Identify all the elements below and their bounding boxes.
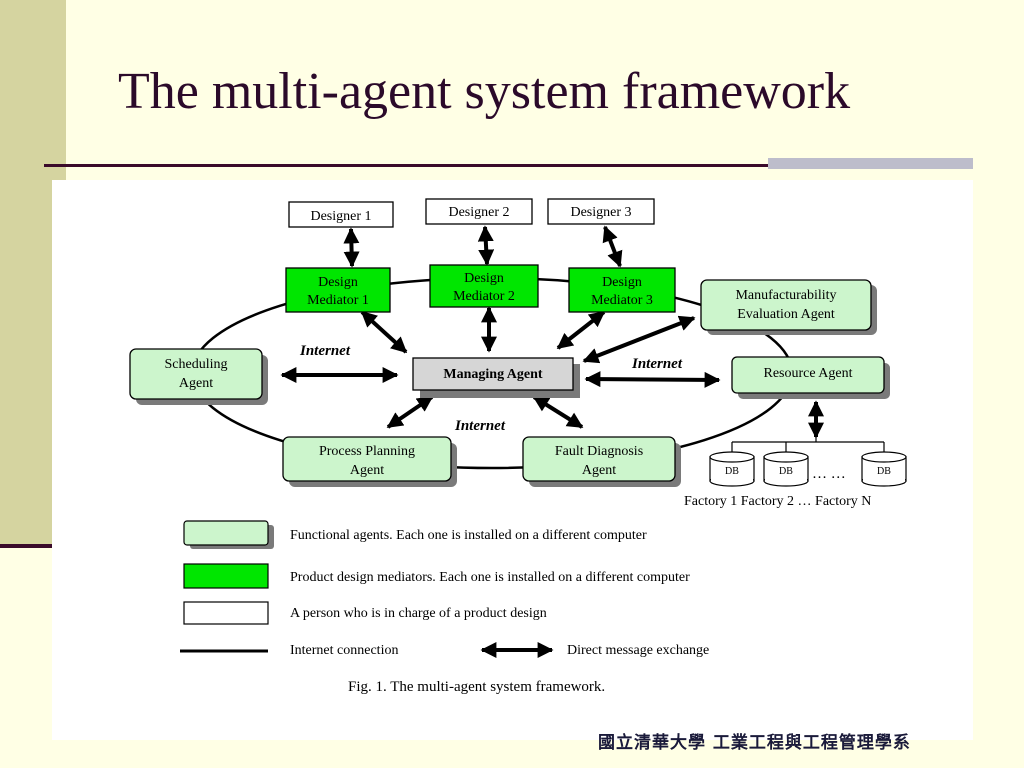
legend-mediator-label: Product design mediators. Each one is in…	[290, 570, 690, 585]
designer-mediator-links	[343, 225, 623, 268]
process-planning-label-2: Agent	[350, 463, 384, 478]
internet-label-left: Internet	[299, 343, 351, 359]
designer-2-box: Designer 2	[425, 198, 533, 225]
designer-1-label: Designer 1	[310, 209, 371, 224]
title-accent-bar	[768, 158, 973, 169]
db-label-2: DB	[779, 466, 793, 477]
internet-label-bottom: Internet	[454, 418, 506, 434]
framework-figure: Designer 1 Designer 2 Designer 3 Design …	[52, 180, 973, 740]
database-tree	[731, 437, 885, 452]
db-label-1: DB	[725, 466, 739, 477]
managing-agent: Managing Agent	[412, 357, 580, 398]
fault-diagnosis-label-2: Agent	[582, 463, 616, 478]
resource-agent: Resource Agent	[731, 356, 890, 399]
fault-diagnosis-label-1: Fault Diagnosis	[555, 444, 643, 459]
database-ellipsis: … …	[812, 466, 846, 482]
resource-agent-label: Resource Agent	[763, 366, 852, 381]
mediator-3-label-2: Mediator 3	[591, 293, 653, 308]
database-factory-1: DB	[709, 451, 755, 487]
design-mediator-2: Design Mediator 2	[429, 264, 539, 308]
internet-label-right: Internet	[631, 356, 683, 372]
legend-functional-swatch	[183, 520, 269, 546]
process-planning-label-1: Process Planning	[319, 444, 415, 459]
designer-2-label: Designer 2	[448, 205, 509, 220]
page-title: The multi-agent system framework	[118, 63, 851, 120]
legend-internet-label: Internet connection	[290, 643, 398, 658]
mediator-3-label-1: Design	[602, 275, 642, 290]
legend-mediator-swatch	[183, 563, 269, 589]
mediator-2-label-1: Design	[464, 271, 504, 286]
factory-labels: Factory 1 Factory 2 … Factory N	[684, 494, 871, 509]
managing-agent-label: Managing Agent	[443, 367, 543, 382]
legend-person-swatch	[183, 601, 269, 625]
manufacturability-label-1: Manufacturability	[735, 288, 836, 303]
fault-diagnosis-agent: Fault Diagnosis Agent	[522, 436, 681, 487]
footer-institution: 國立清華大學 工業工程與工程管理學系	[598, 733, 911, 753]
scheduling-label-1: Scheduling	[165, 357, 228, 372]
process-planning-agent: Process Planning Agent	[282, 436, 457, 487]
direct-message-links	[280, 306, 824, 439]
legend: Functional agents. Each one is installed…	[180, 520, 709, 658]
figure-caption: Fig. 1. The multi-agent system framework…	[348, 679, 605, 695]
title-underline	[44, 164, 970, 167]
legend-functional-label: Functional agents. Each one is installed…	[290, 528, 647, 543]
legend-person-label: A person who is in charge of a product d…	[290, 606, 547, 621]
side-accent-rule	[0, 544, 52, 548]
designer-3-label: Designer 3	[570, 205, 631, 220]
mediator-1-label-2: Mediator 1	[307, 293, 369, 308]
scheduling-agent: Scheduling Agent	[129, 348, 268, 405]
manufacturability-agent: Manufacturability Evaluation Agent	[700, 279, 877, 335]
mediator-1-label-1: Design	[318, 275, 358, 290]
framework-diagram: Designer 1 Designer 2 Designer 3 Design …	[129, 198, 907, 695]
db-label-n: DB	[877, 466, 891, 477]
database-factory-2: DB	[763, 451, 809, 487]
manufacturability-label-2: Evaluation Agent	[737, 307, 835, 322]
designer-3-box: Designer 3	[547, 198, 655, 225]
mediator-2-label-2: Mediator 2	[453, 289, 515, 304]
scheduling-label-2: Agent	[179, 376, 213, 391]
database-factory-n: DB	[861, 451, 907, 487]
design-mediator-1: Design Mediator 1	[285, 267, 391, 313]
design-mediator-3: Design Mediator 3	[568, 267, 676, 313]
legend-direct-label: Direct message exchange	[567, 643, 709, 658]
designer-1-box: Designer 1	[288, 201, 394, 228]
